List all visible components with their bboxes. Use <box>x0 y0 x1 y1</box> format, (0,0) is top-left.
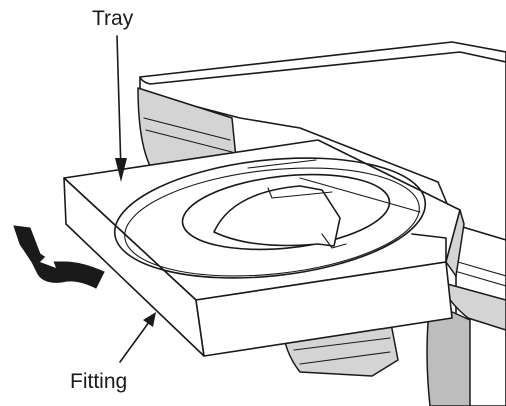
fitting-leader-line <box>119 317 153 363</box>
fitting-label: Fitting <box>70 370 127 393</box>
tray-leader-line <box>116 35 122 173</box>
disc-tray <box>63 139 465 357</box>
tray-label: Tray <box>92 7 134 30</box>
fitting-leader-arrowhead <box>143 312 156 327</box>
tray-leader-arrowhead <box>115 158 127 182</box>
curved-arrow-icon <box>13 225 105 289</box>
